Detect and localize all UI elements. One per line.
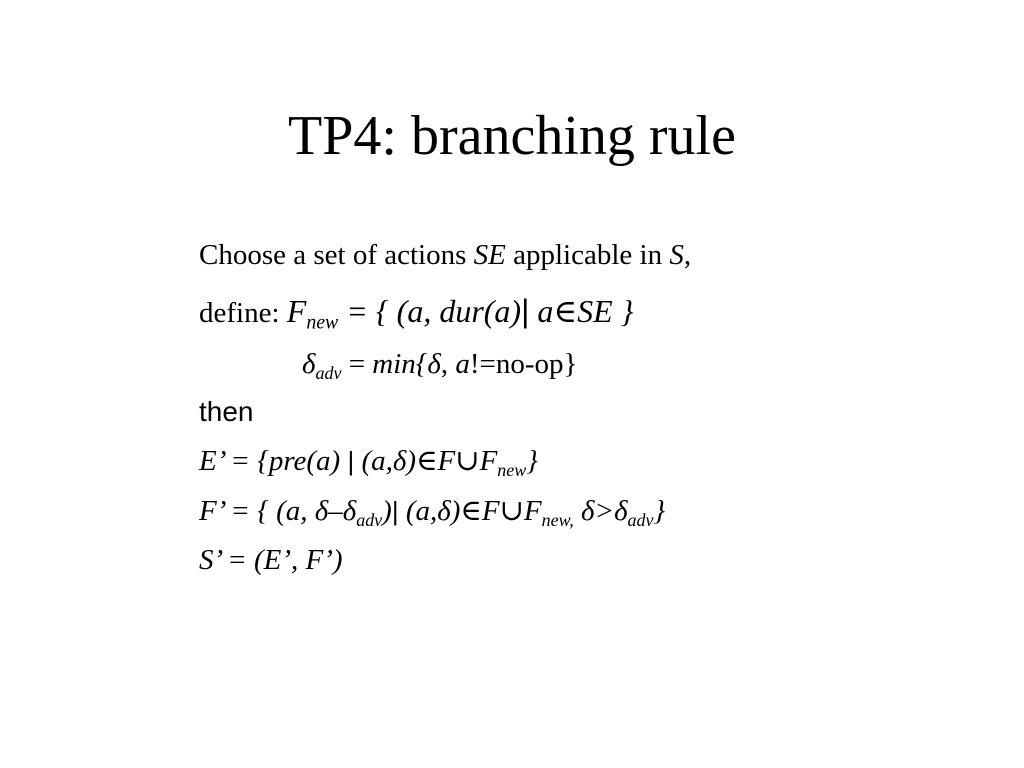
delta-symbol: δ	[392, 445, 407, 477]
delta-symbol-4: δ	[581, 495, 595, 527]
adv-subscript-2: adv	[627, 509, 654, 530]
define-line: define: Fnew = { (a, dur(a)| a∈SE }	[199, 293, 634, 332]
e-prime-formula: E’ = {pre(a) | (a,δ)∈F∪Fnew}	[199, 445, 538, 480]
choose-line: Choose a set of actions SE applicable in…	[199, 241, 691, 270]
comma-separator: ,	[440, 348, 456, 380]
a-symbol: a	[529, 293, 554, 329]
define-text: define:	[199, 297, 287, 329]
delta-adv-line: δadv = min{δ, a!=no-op}	[302, 348, 578, 382]
union-symbol: ∪	[499, 495, 524, 527]
e-prime-set-open: E’ = {pre(a)	[199, 445, 348, 477]
s-prime-formula: S’ = (E’, F’)	[199, 544, 343, 576]
adv-subscript: adv	[356, 509, 383, 530]
greater-than-sign: >	[594, 495, 615, 527]
f-prime-set-open: F’ = { (a,	[199, 495, 315, 527]
a-variable: a	[455, 348, 470, 380]
f-symbol-2: F	[479, 445, 498, 477]
delta-symbol: δ	[302, 348, 316, 380]
delta-symbol-2: δ	[427, 348, 441, 380]
set-close: }	[653, 495, 666, 527]
adv-subscript: adv	[315, 362, 342, 383]
element-of-symbol: ∈	[416, 445, 438, 477]
delta-symbol-5: δ	[614, 495, 628, 527]
applicable-text: applicable in	[505, 239, 670, 271]
f-symbol-2: F	[523, 495, 542, 527]
new-subscript: new,	[541, 509, 574, 530]
se-set-close: SE }	[577, 293, 634, 329]
s-symbol: S	[669, 239, 684, 271]
slide-title: TP4: branching rule	[288, 105, 736, 167]
minus-sign: –	[328, 495, 343, 527]
space	[574, 495, 581, 527]
set-close: }	[526, 445, 538, 477]
f-new-formula: Fnew = { (a, dur(a)| a∈SE }	[286, 293, 634, 332]
such-that-bar: |	[391, 496, 399, 526]
f-prime-formula: F’ = { (a, δ–δadv)| (a,δ)∈F∪Fnew, δ>δadv…	[199, 495, 666, 530]
equals-sign: =	[341, 348, 373, 380]
s-prime-line: S’ = (E’, F’)	[199, 546, 343, 575]
choose-text: Choose a set of actions	[199, 239, 474, 271]
pair-open: (a,	[398, 495, 438, 527]
such-that-bar: |	[521, 293, 530, 329]
f-prime-line: F’ = { (a, δ–δadv)| (a,δ)∈F∪Fnew, δ>δadv…	[199, 495, 666, 530]
pair-close: )	[406, 445, 417, 477]
pair-close-2: )	[450, 495, 461, 527]
new-subscript: new	[497, 459, 527, 480]
element-of-symbol: ∈	[460, 495, 482, 527]
pair-close: )	[382, 495, 392, 527]
f-symbol: F	[481, 495, 500, 527]
e-prime-line: E’ = {pre(a) | (a,δ)∈F∪Fnew}	[199, 445, 538, 480]
then-line: then	[199, 396, 254, 427]
new-subscript: new	[306, 311, 339, 334]
delta-symbol-3: δ	[437, 495, 451, 527]
such-that-bar: |	[347, 446, 355, 476]
delta-symbol-2: δ	[342, 495, 357, 527]
f-symbol: F	[437, 445, 456, 477]
comma: ,	[683, 239, 692, 271]
delta-symbol: δ	[314, 495, 329, 527]
f-symbol: F	[286, 293, 307, 329]
union-symbol: ∪	[455, 445, 480, 477]
not-no-op-text: !=no-op}	[469, 348, 578, 380]
min-function: min{	[372, 348, 428, 380]
se-symbol: SE	[473, 239, 506, 271]
element-of-symbol: ∈	[553, 293, 578, 329]
pair-open: (a,	[354, 445, 393, 477]
f-new-set-open: = { (a, dur(a)	[338, 293, 522, 329]
